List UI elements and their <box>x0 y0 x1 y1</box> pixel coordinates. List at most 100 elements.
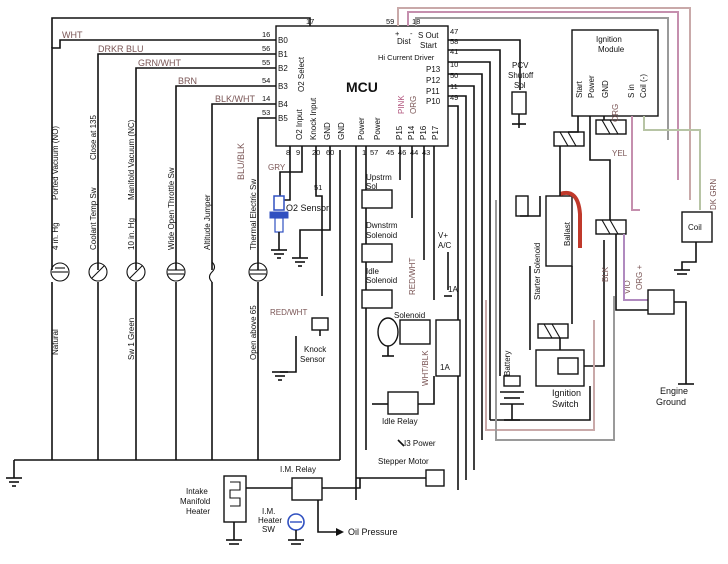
pin-56: 56 <box>262 44 270 53</box>
label-drkr-blu: DRKR BLU <box>98 44 144 54</box>
label-gry: GRY <box>268 163 286 172</box>
mcu-dist-plus: + <box>395 29 400 38</box>
mcu-hi-current-driver: Hi Current Driver <box>378 53 435 62</box>
wire-wht <box>51 39 290 270</box>
battery-label: Battery <box>503 351 512 376</box>
label-red-wht-knock: RED/WHT <box>270 308 307 317</box>
ac-label: A/C <box>438 241 452 250</box>
pin-14: 14 <box>262 94 270 103</box>
pcv-group: PCV Shutoff Sol <box>508 61 534 128</box>
ign-start-label: Start <box>575 80 584 98</box>
oil-pressure-label: Oil Pressure <box>348 527 398 537</box>
idle-sol-label-2: Solenoid <box>366 276 397 285</box>
mcu-block: MCU B0 B1 B2 B3 B4 B5 16 56 55 54 14 53 … <box>262 17 458 192</box>
mcu-o2-input: O2 Input <box>295 109 304 140</box>
pin-55: 55 <box>262 58 270 67</box>
mcu-o2-select: O2 Select <box>297 56 306 92</box>
switch-coolant-line2: Close at 135 <box>89 115 98 160</box>
fuse-1a-top: 1A <box>448 285 458 294</box>
switch-wot-line1: Wide Open Throttle Sw <box>167 167 176 250</box>
pin-43: 43 <box>422 148 430 157</box>
label-yel: YEL <box>612 149 628 158</box>
pin-9: 9 <box>296 148 300 157</box>
pin-b2: B2 <box>278 64 288 73</box>
intake-manifold-group: Intake Manifold Heater I.M. Relay I.M. H… <box>180 465 398 545</box>
mcu-p12: P12 <box>426 76 441 85</box>
mcu-p16: P16 <box>419 125 428 140</box>
mcu-knock-input: Knock Input <box>309 97 318 140</box>
switch-manifold <box>126 262 146 282</box>
im-heater-label-1: I.M. <box>262 507 275 516</box>
vplus-label: V+ <box>438 231 448 240</box>
pin-b5: B5 <box>278 114 288 123</box>
ign-coil-label: Coil (-) <box>639 74 648 98</box>
switch-thermal-line2: Thermal Electric Sw <box>249 179 258 250</box>
starter-solenoid-label: Starter Solenoid <box>533 243 542 300</box>
wire-grn-wht <box>135 67 290 270</box>
pin-10: 10 <box>450 60 458 69</box>
pcv-label-2: Shutoff <box>508 71 534 80</box>
altitude-jumper-symbol <box>208 261 216 283</box>
mcu-power-2: Power <box>373 117 382 140</box>
pin-b3: B3 <box>278 82 288 91</box>
ignition-module-box <box>571 29 659 117</box>
switch-coolant-line1: Coolant Temp Sw <box>89 187 98 250</box>
switch-coolant <box>88 262 108 282</box>
wire-brn <box>175 85 290 270</box>
o2-sensor-group: GRY O2 Sensor <box>268 146 331 267</box>
im-heater-label-3: SW <box>262 525 275 534</box>
pin-49: 49 <box>450 93 458 102</box>
mcu-p13: P13 <box>426 65 441 74</box>
ign-power-label: Power <box>587 75 596 98</box>
label-brn: BRN <box>178 76 197 86</box>
idle-relay-label: Idle Relay <box>382 417 418 426</box>
mcu-s-out: S Out <box>418 31 439 40</box>
dwnstrm-label-2: Solenoid <box>366 231 397 240</box>
ign-gnd-label: GND <box>601 80 610 98</box>
ac-solenoid-label: Solenoid <box>394 311 425 320</box>
mcu-title: MCU <box>346 79 378 95</box>
pin-54: 54 <box>262 76 270 85</box>
coil-label: Coil <box>688 223 702 232</box>
switch-thermal <box>248 262 268 282</box>
mcu-gnd-2: GND <box>337 122 346 140</box>
switch-wot <box>166 262 186 282</box>
pin-46: 46 <box>398 148 406 157</box>
fuse-1a-bottom: 1A <box>440 363 450 372</box>
pcv-label-1: PCV <box>512 61 529 70</box>
label-grn-wht: GRN/WHT <box>138 58 181 68</box>
ign-module-label-1: Ignition <box>596 35 622 44</box>
mcu-p15: P15 <box>395 125 404 140</box>
mcu-start: Start <box>420 41 438 50</box>
im-relay-label: I.M. Relay <box>280 465 316 474</box>
mcu-box <box>275 25 449 147</box>
switch-natural-line3: Ported Vacuum (NO) <box>51 126 60 200</box>
pin-1: 1 <box>362 148 366 157</box>
ign-module-label-2: Module <box>598 45 625 54</box>
pin-41: 41 <box>450 47 458 56</box>
intake-label-1: Intake <box>186 487 208 496</box>
label-blu-blk: BLU/BLK <box>236 143 246 180</box>
pin-53: 53 <box>262 108 270 117</box>
mcu-output-wires <box>51 7 691 490</box>
knock-sensor-label-1: Knock <box>304 345 327 354</box>
stepper-motor-label: Stepper Motor <box>378 457 429 466</box>
upstrm-label-2: Sol <box>366 182 378 191</box>
mcu-p11: P11 <box>426 87 440 96</box>
switch-natural-line1: Natural <box>51 329 60 355</box>
ballast-resistor <box>559 191 582 248</box>
mcu-p14: P14 <box>407 125 416 140</box>
wire-color-labels: WHT DRKR BLU GRN/WHT BRN BLK/WHT BLU/BLK <box>62 30 256 180</box>
pin-59: 59 <box>386 17 394 26</box>
label-blk: BLK <box>601 266 610 282</box>
upstrm-label-1: Upstrm <box>366 173 392 182</box>
label-org-ign: ORG <box>611 104 620 122</box>
switch-natural-line2: 4 in. Hg <box>51 222 60 250</box>
label-red-wht-ac: RED/WHT <box>408 258 417 295</box>
mcu-p17: P17 <box>431 125 440 140</box>
engine-ground-label-1: Engine <box>660 386 688 396</box>
o2-sensor-label: O2 Sensor <box>286 203 329 213</box>
knock-sensor-label-2: Sensor <box>300 355 326 364</box>
